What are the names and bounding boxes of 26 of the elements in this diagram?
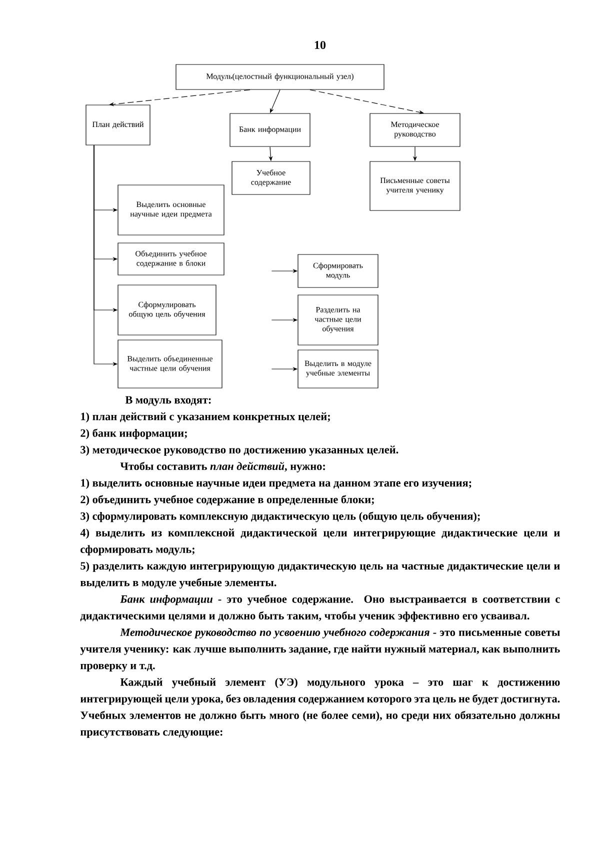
process-box: Методическое руководство xyxy=(370,113,460,147)
paragraph: 3) сформулировать комплексную дидактическую цель (общую цель обучения); xyxy=(80,512,480,522)
process-box: Сформулировать общую цель обучения xyxy=(118,284,216,336)
paragraph: Методическое руководство по усвоению учебного содержания - это письменные советы учителя ученику: как лучше выполнить задание, где найти нужный материал, как выполнить проверку и т.д. xyxy=(80,628,560,672)
process-box: Разделить на частные цели обучения xyxy=(298,294,378,346)
page-number: 10 xyxy=(314,40,326,50)
paragraph: 1) план действий с указанием конкретных целей; xyxy=(81,412,330,423)
module-box: Модуль(целостный функциональный узел) xyxy=(176,64,384,90)
process-box: Банк информации xyxy=(230,113,310,147)
process-box: План действий xyxy=(86,104,150,146)
paragraph: Каждый учебный элемент (УЭ) модульного урока – это шаг к достижению интегрирующей цели урока, без овладения содержанием которого эта цель не будет достигнута. Учебных элементов не должно быть много (не более семи), но среди них обязательно должны присутствовать следующие: xyxy=(80,678,560,738)
process-box: Выделить основные научные идеи предмета xyxy=(118,184,224,236)
paragraph: Банк информации - это учебное содержание. Оно выстраивается в соответствии с дидактическими целями и должно быть таким, чтобы ученик эффективно его усваивал. xyxy=(80,594,560,622)
process-box: Выделить объединенные частные цели обучения xyxy=(118,340,222,388)
process-box: Учебное содержание xyxy=(232,161,310,195)
process-box: Сформировать модуль xyxy=(298,254,378,288)
paragraph: 3) методическое руководство по достижению указанных целей. xyxy=(80,446,398,456)
process-box: Выделить в модуле учебные элементы xyxy=(298,350,378,388)
paragraph: 5) разделить каждую интегрирующую дидактическую цель на частные дидактические цели и выделить в модуле учебные элементы. xyxy=(80,562,560,589)
paragraph: 2) банк информации; xyxy=(80,428,187,440)
paragraph: 4) выделить из комплексной дидактической цели интегрирующие дидактические цели и сформировать модуль; xyxy=(80,528,560,556)
paragraph: 1) выделить основные научные идеи предмета на данном этапе его изучения; xyxy=(81,478,472,489)
process-box: Письменные советы учителя ученику xyxy=(370,161,460,211)
process-box: Объединить учебное содержание в блоки xyxy=(118,242,224,276)
paragraph: Чтобы составить план действий, нужно: xyxy=(120,462,325,472)
paragraph: 2) объединить учебное содержание в определенные блоки; xyxy=(80,495,374,506)
